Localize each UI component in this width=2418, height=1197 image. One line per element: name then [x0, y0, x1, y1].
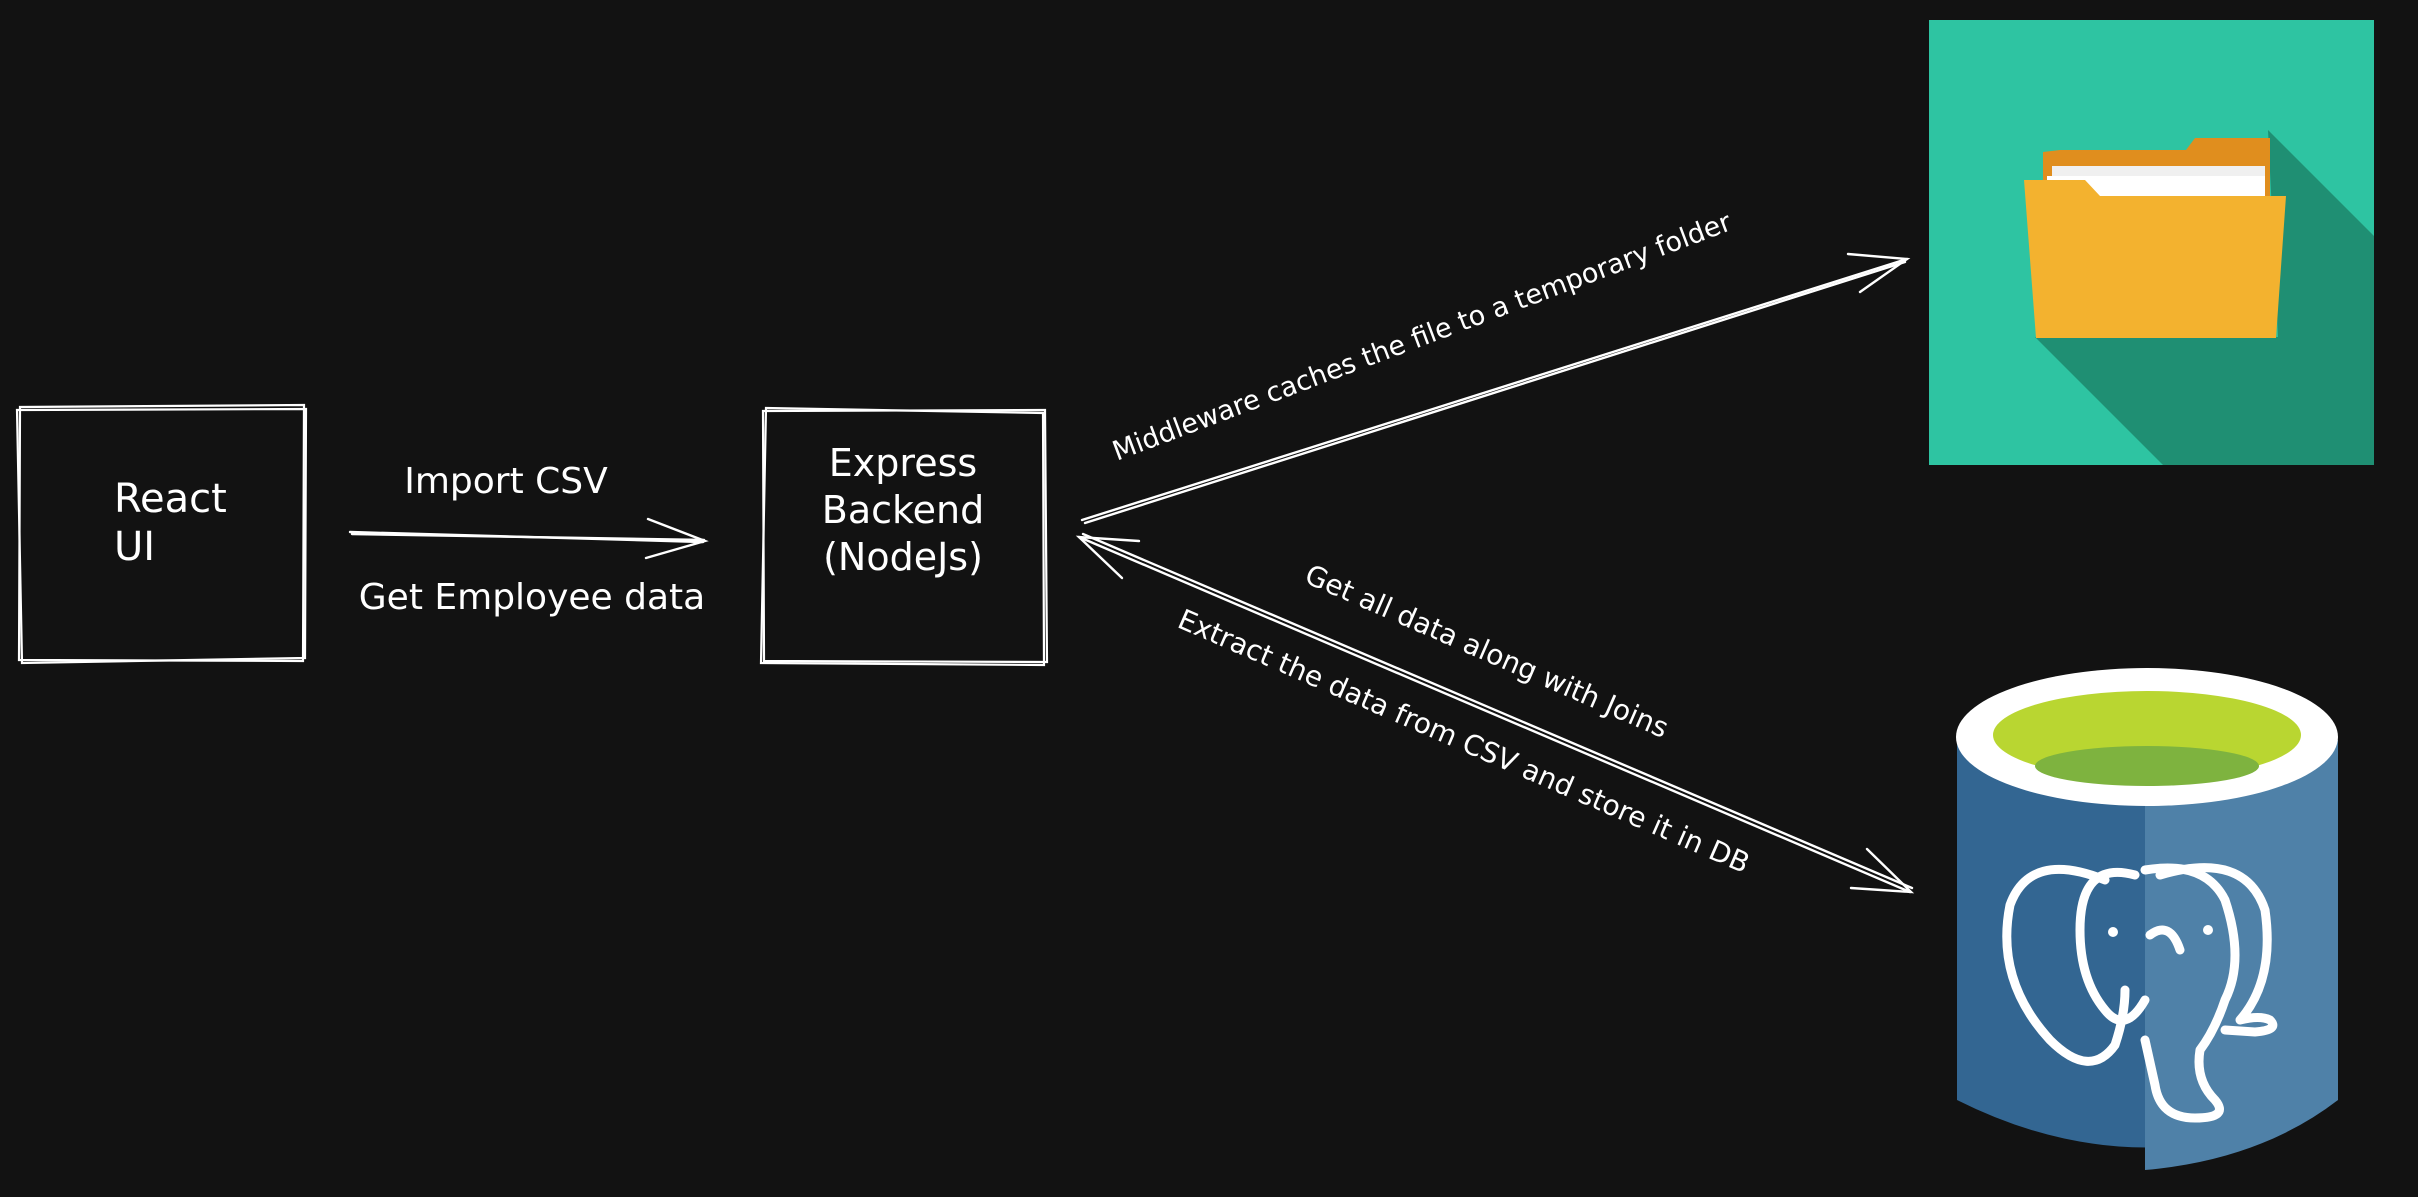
postgresql-database-icon [1956, 668, 2338, 1170]
express-backend-label-line1: Express [829, 441, 977, 485]
backend-db-arrow [1075, 532, 1915, 894]
express-backend-box [759, 406, 1049, 667]
ui-to-backend-label-top: Import CSV [404, 461, 608, 502]
ui-to-backend-label-bottom: Get Employee data [359, 577, 705, 618]
backend-to-folder-label: Middleware caches the file to a temporar… [1108, 206, 1736, 467]
backend-to-folder-arrow [1080, 252, 1911, 525]
react-ui-label-line1: React [114, 476, 227, 522]
express-backend-label-line3: (NodeJs) [823, 535, 983, 579]
react-ui-box [15, 403, 308, 665]
react-ui-label-line2: UI [114, 524, 155, 570]
ui-to-backend-arrow [348, 517, 709, 560]
folder-icon [1929, 20, 2374, 465]
express-backend-label-line2: Backend [822, 488, 984, 532]
